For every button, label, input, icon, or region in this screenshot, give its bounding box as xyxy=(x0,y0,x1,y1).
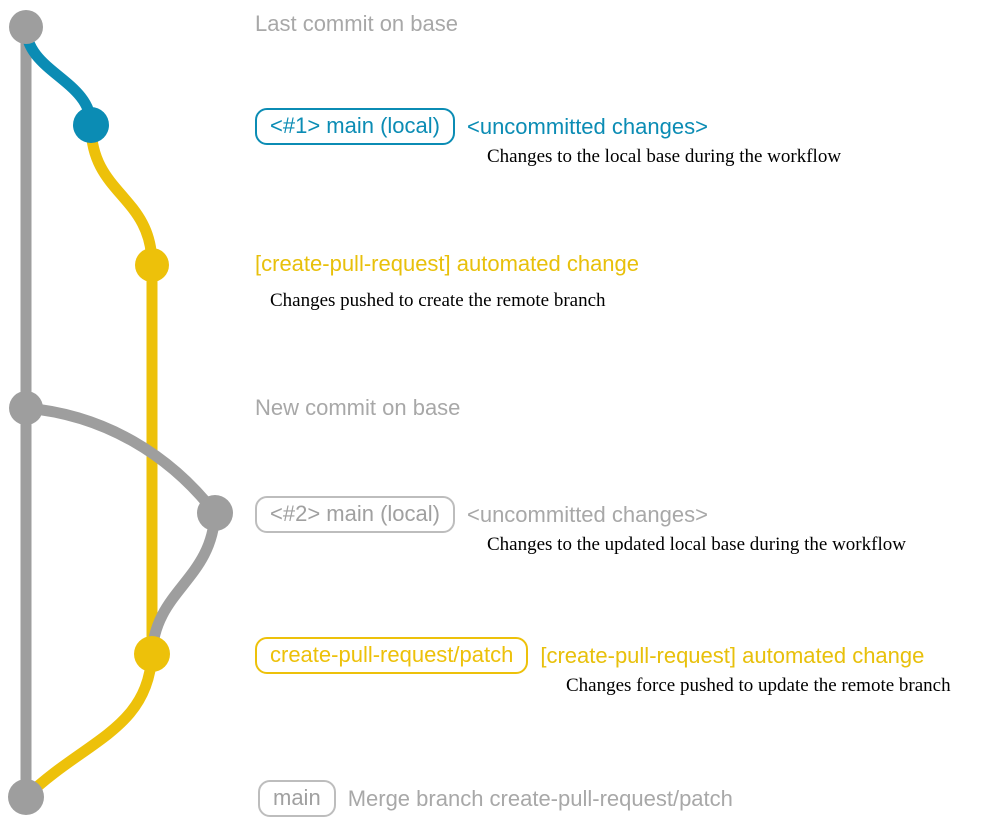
commit-message-merge: Merge branch create-pull-request/patch xyxy=(347,785,733,811)
description-local-main-2: Changes to the updated local base during… xyxy=(487,534,906,555)
node-commit-4 xyxy=(134,636,170,672)
commit-message-local-main-2: <uncommitted changes> xyxy=(466,501,708,527)
branch-pill-create-pull-request-patch[interactable]: create-pull-request/patch xyxy=(255,637,529,674)
description-automated-change-2: Changes force pushed to update the remot… xyxy=(566,675,951,696)
row-automated-change-1: [create-pull-request] automated change xyxy=(255,253,639,275)
edge-gray-branch xyxy=(20,402,221,519)
commit-message-automated-change-1: [create-pull-request] automated change xyxy=(255,251,640,276)
node-merge xyxy=(8,779,44,815)
node-commit-1 xyxy=(73,107,109,143)
node-base-new xyxy=(9,391,43,425)
row-last-commit-on-base: Last commit on base xyxy=(255,13,458,35)
row-automated-change-2: create-pull-request/patch [create-pull-r… xyxy=(255,637,924,674)
description-automated-change-1: Changes pushed to create the remote bran… xyxy=(270,290,606,311)
row-local-main-2: <#2> main (local) <uncommitted changes> xyxy=(255,496,708,533)
row-new-commit-on-base: New commit on base xyxy=(255,397,460,419)
commit-message-base-new: New commit on base xyxy=(255,395,461,420)
node-commit-3 xyxy=(197,495,233,531)
node-commit-2 xyxy=(135,248,169,282)
node-base-top xyxy=(9,10,43,44)
commit-message-automated-change-2: [create-pull-request] automated change xyxy=(540,642,925,668)
edge-gold-merge xyxy=(20,648,158,803)
commit-message-base-top: Last commit on base xyxy=(255,11,458,36)
edge-gold-branch-upper xyxy=(85,119,158,271)
branch-pill-main[interactable]: main xyxy=(258,780,336,817)
row-merge-commit: main Merge branch create-pull-request/pa… xyxy=(258,780,733,817)
branch-pill-local-main-2[interactable]: <#2> main (local) xyxy=(255,496,455,533)
branch-pill-local-main-1[interactable]: <#1> main (local) xyxy=(255,108,455,145)
row-local-main-1: <#1> main (local) <uncommitted changes> xyxy=(255,108,708,145)
edge-gray-branch-down xyxy=(146,507,221,660)
description-local-main-1: Changes to the local base during the wor… xyxy=(487,146,842,167)
commit-message-local-main-1: <uncommitted changes> xyxy=(466,113,708,139)
